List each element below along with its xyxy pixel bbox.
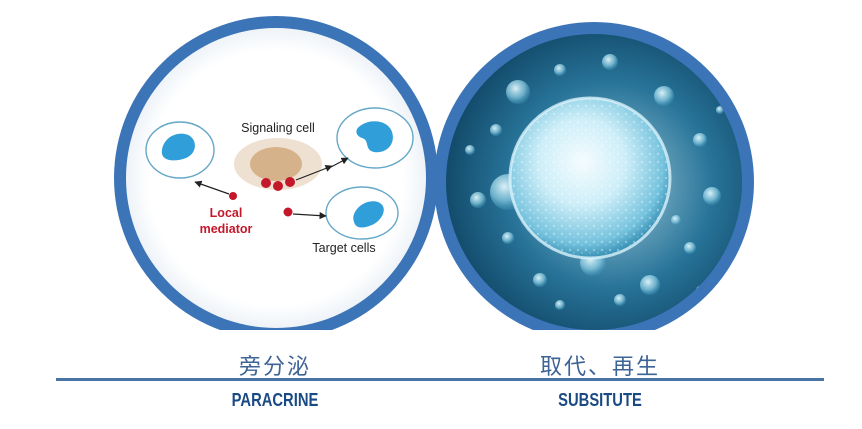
arrow-to-left-cell — [194, 180, 230, 195]
local-mediators — [229, 177, 295, 217]
target-cell-left — [145, 121, 215, 179]
arrow-to-bottom-right-cell — [292, 212, 327, 220]
target-cell-nucleus — [161, 133, 195, 161]
floating-cell — [671, 215, 681, 225]
mediator-dot — [229, 192, 237, 200]
floating-cell — [640, 275, 660, 295]
target-cell-top-right — [336, 107, 414, 169]
local-mediator-label-line1: Local — [210, 206, 243, 220]
substitute-chinese-caption: 取代、再生 — [539, 355, 660, 380]
substitute-circle — [434, 22, 754, 330]
local-mediator-label-line2: mediator — [200, 222, 253, 236]
stem-cell-texture — [510, 98, 670, 258]
floating-cell — [470, 192, 486, 208]
arrow-segment — [330, 157, 349, 168]
signaling-cell-nucleus — [250, 147, 302, 181]
signaling-cell-label: Signaling cell — [241, 121, 315, 135]
arrow-to-top-right-cell — [295, 164, 333, 181]
target-cell-nucleus — [356, 121, 393, 153]
paracrine-english-caption: PARACRINE — [231, 390, 319, 410]
floating-cell — [465, 145, 475, 155]
micrograph — [446, 34, 742, 330]
floating-cell — [533, 273, 547, 287]
paracrine-diagram: Signaling cell Local mediator Target cel… — [145, 107, 414, 255]
mediator-dot — [283, 207, 293, 217]
floating-cell — [654, 86, 674, 106]
target-cells-label: Target cells — [312, 241, 375, 255]
circles-illustration: Signaling cell Local mediator Target cel… — [114, 16, 754, 330]
substitute-english-caption: SUBSITUTE — [558, 390, 642, 410]
floating-cell — [684, 242, 696, 254]
mediator-dot — [273, 181, 283, 191]
target-cell-nucleus — [353, 201, 384, 228]
floating-cell — [502, 232, 514, 244]
floating-cell — [555, 300, 565, 310]
floating-cell — [490, 124, 502, 136]
floating-cell — [614, 294, 626, 306]
signaling-cell — [234, 138, 322, 190]
arrows — [194, 157, 349, 220]
divider-line — [56, 378, 824, 381]
floating-cell — [693, 133, 707, 147]
floating-cell — [506, 80, 530, 104]
target-cell-bottom-right — [325, 186, 399, 240]
mediator-dot — [285, 177, 295, 187]
paracrine-chinese-caption: 旁分泌 — [238, 355, 311, 380]
floating-cell — [602, 54, 618, 70]
floating-cell — [703, 187, 721, 205]
floating-cell — [554, 64, 566, 76]
floating-cell — [716, 106, 724, 114]
mediator-dot — [261, 178, 271, 188]
